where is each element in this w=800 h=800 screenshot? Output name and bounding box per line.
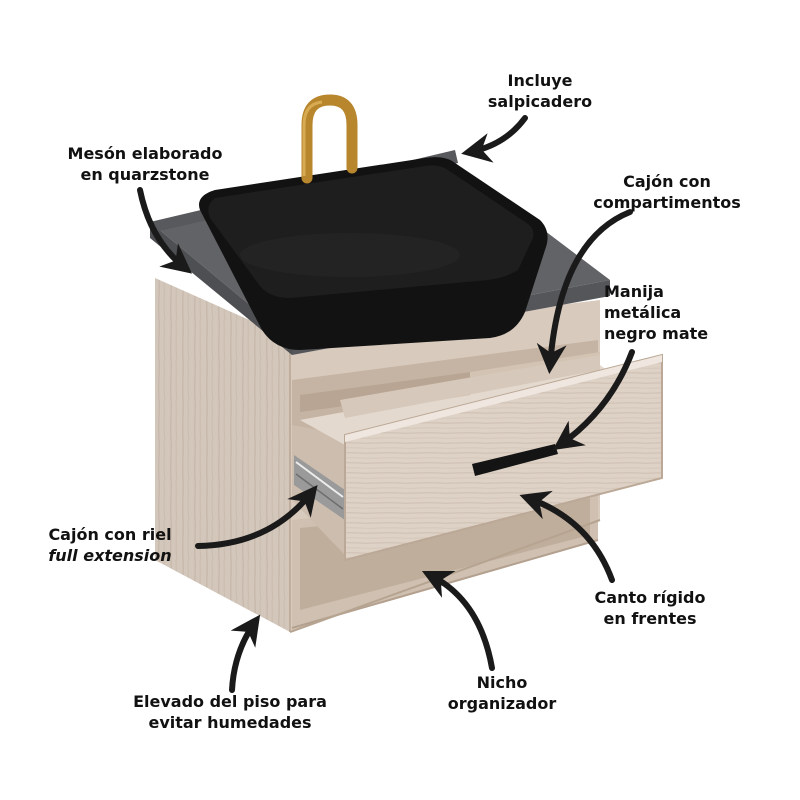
- callout-drawer-rail-line1: Cajón con riel: [48, 525, 172, 544]
- callout-handle-line3: negro mate: [604, 324, 709, 343]
- arrow-drawer-rail: [195, 484, 318, 549]
- callout-countertop: Mesón elaborado en quarzstone: [50, 143, 240, 185]
- arrow-drawer-compartments: [536, 209, 633, 374]
- callout-rigid-edge: Canto rígido en frentes: [575, 587, 725, 629]
- callout-drawer-compartments-line1: Cajón con: [623, 172, 711, 191]
- callout-drawer-compartments-line2: compartimentos: [593, 193, 741, 212]
- callout-backsplash-line1: Incluye: [507, 71, 573, 90]
- arrow-rigid-edge: [519, 490, 615, 583]
- cabinet-side-panel: [155, 278, 290, 632]
- callout-handle-line2: metálica: [604, 303, 682, 322]
- callout-elevated-line2: evitar humedades: [148, 713, 312, 732]
- callout-countertop-line1: Mesón elaborado: [67, 144, 223, 163]
- arrow-backsplash: [461, 115, 528, 163]
- callout-drawer-compartments: Cajón con compartimentos: [584, 171, 750, 213]
- callout-backsplash-line2: salpicadero: [487, 92, 593, 111]
- callout-rigid-edge-line2: en frentes: [603, 609, 697, 628]
- callout-countertop-line2: en quarzstone: [80, 165, 210, 184]
- faucet: [301, 94, 358, 184]
- arrow-elevated: [229, 614, 261, 693]
- callout-niche-line1: Nicho: [476, 673, 528, 692]
- callout-handle-line1: Manija: [604, 282, 664, 301]
- vessel-basin: [199, 157, 548, 350]
- callout-elevated-line1: Elevado del piso para: [133, 692, 327, 711]
- callout-elevated: Elevado del piso para evitar humedades: [110, 691, 350, 733]
- callout-rigid-edge-line1: Canto rígido: [594, 588, 706, 607]
- drawer-handle: [472, 444, 558, 476]
- callout-niche: Nicho organizador: [432, 672, 572, 714]
- arrow-handle: [552, 349, 635, 451]
- callout-backsplash: Incluye salpicadero: [470, 70, 610, 112]
- callout-drawer-rail-line2: full extension: [48, 546, 172, 565]
- arrow-countertop: [137, 187, 193, 274]
- arrow-niche: [421, 570, 495, 671]
- callout-niche-line2: organizador: [447, 694, 557, 713]
- callout-drawer-rail: Cajón con riel full extension: [20, 524, 200, 566]
- callout-handle: Manija metálica negro mate: [604, 281, 734, 344]
